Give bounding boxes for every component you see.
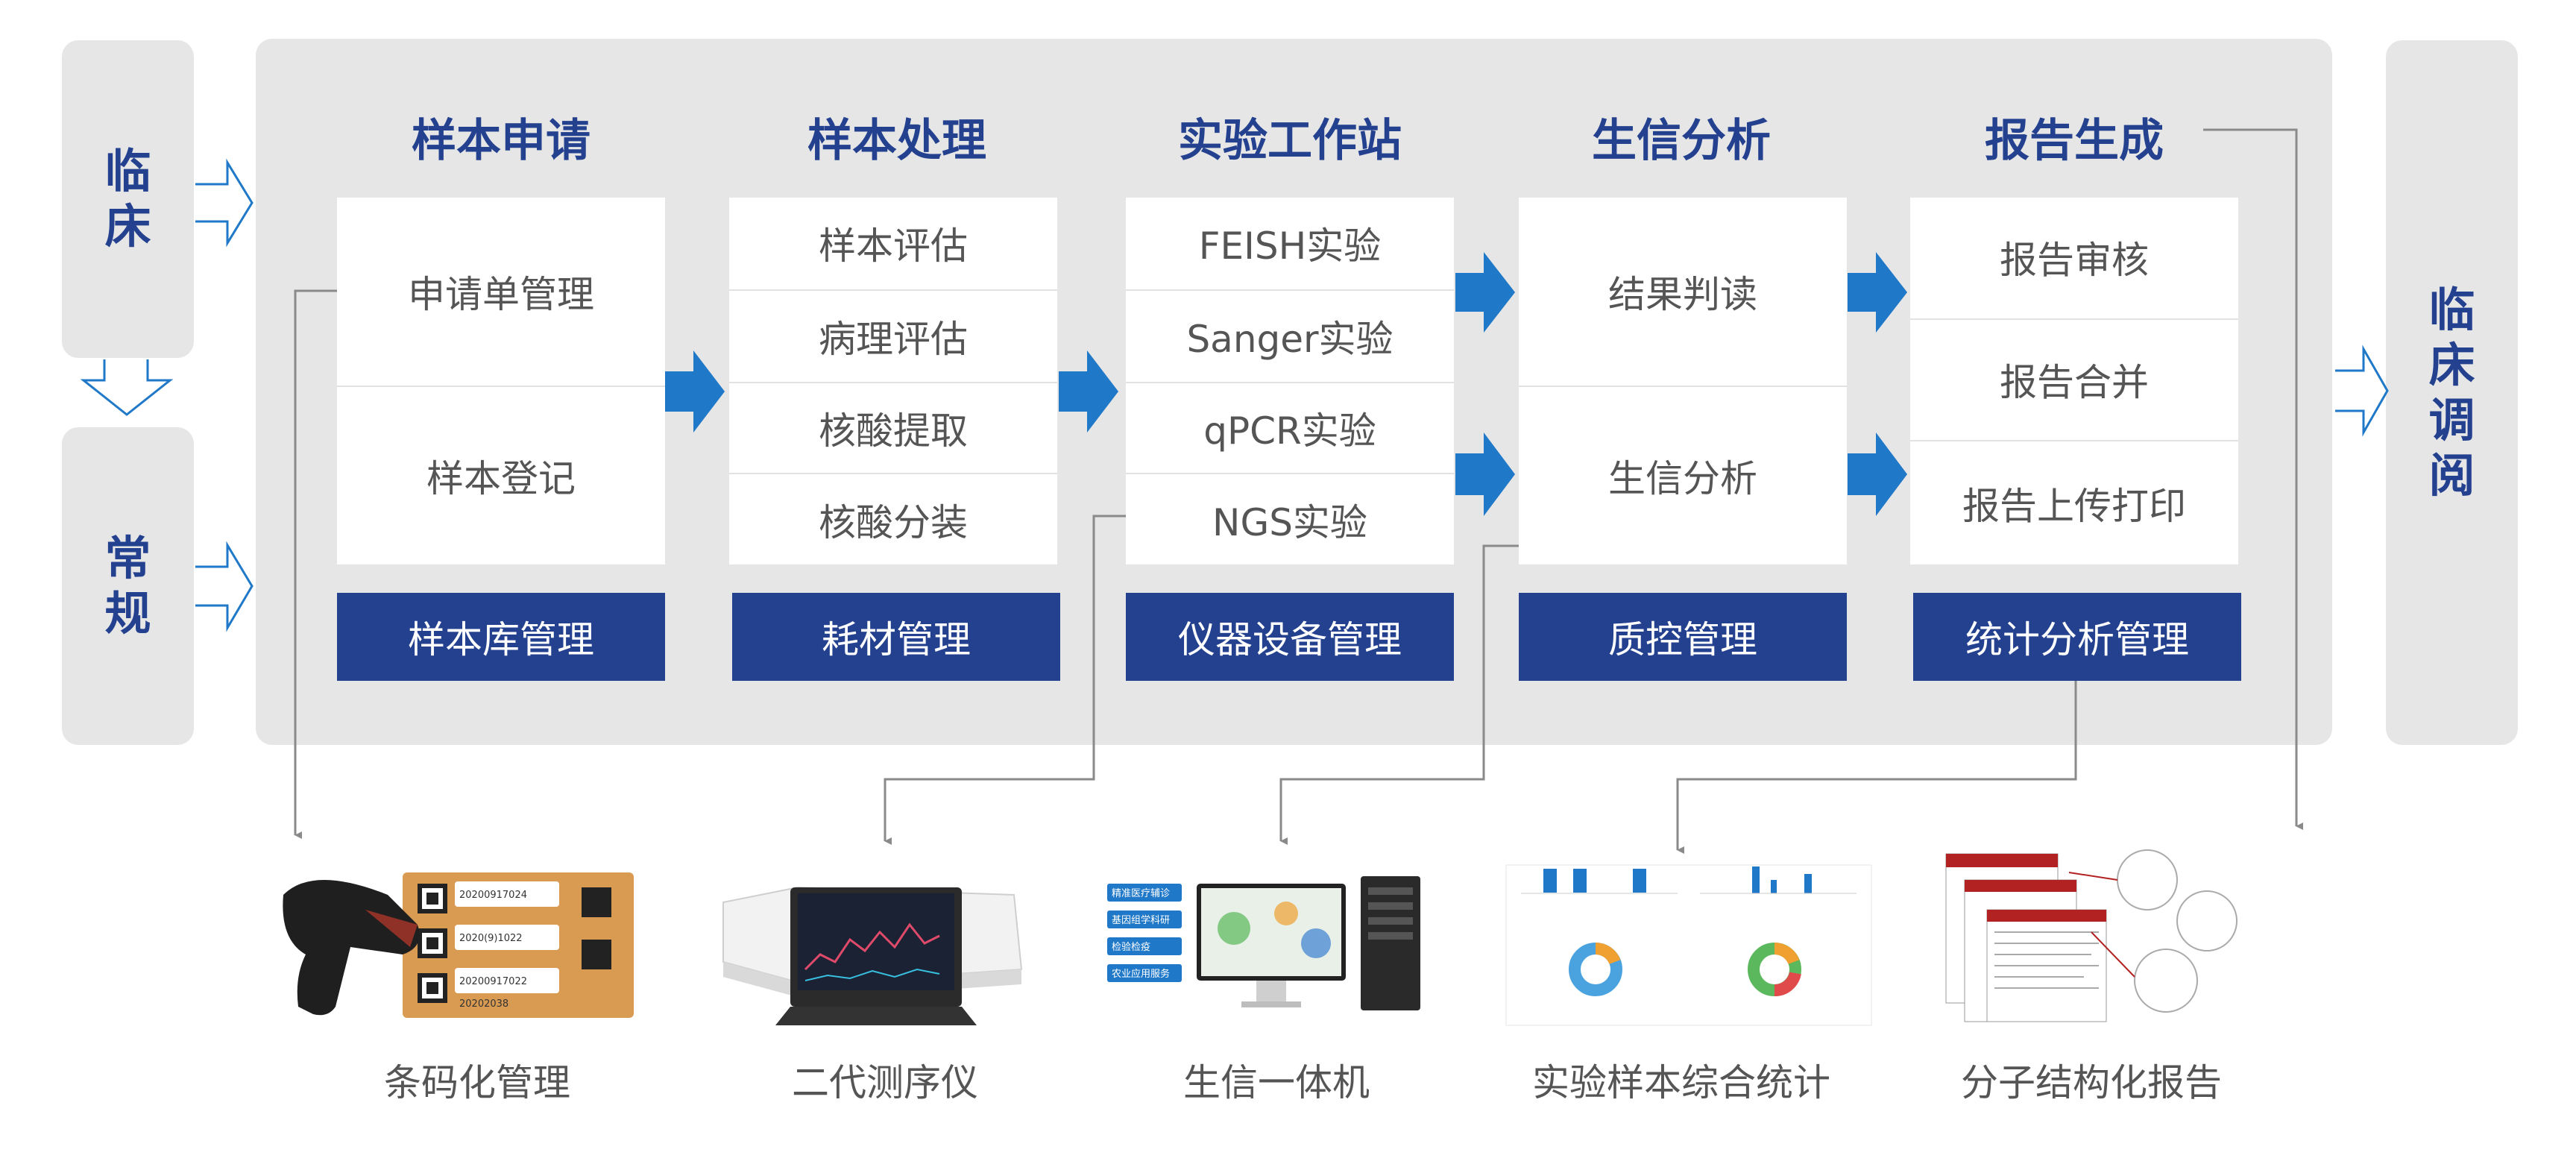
routine-label: 常规 xyxy=(104,531,151,641)
caption-sequencer: 二代测序仪 xyxy=(792,1061,978,1104)
solid-arrow-right-icon xyxy=(1059,350,1118,433)
bioinfo-tag: 精准医疗辅诊 xyxy=(1112,888,1170,899)
sample-bank-management-button[interactable]: 样本库管理 xyxy=(337,593,665,681)
divider xyxy=(1126,289,1454,291)
routine-source-panel: 常规 xyxy=(62,427,194,745)
clinical-review-panel: 临床调阅 xyxy=(2386,40,2518,745)
divider xyxy=(337,386,665,387)
caption-barcode-management: 条码化管理 xyxy=(384,1061,570,1104)
caption-sample-statistics: 实验样本综合统计 xyxy=(1532,1061,1830,1104)
qpcr-experiment[interactable]: qPCR实验 xyxy=(1203,409,1376,453)
consumables-management-button[interactable]: 耗材管理 xyxy=(732,593,1060,681)
nucleic-acid-extraction[interactable]: 核酸提取 xyxy=(819,409,968,453)
column-title-sample-request: 样本申请 xyxy=(412,115,591,167)
result-interpretation[interactable]: 结果判读 xyxy=(1608,273,1757,316)
solid-arrow-right-icon xyxy=(1455,252,1515,333)
caption-bioinfo-server: 生信一体机 xyxy=(1183,1061,1370,1104)
ngs-experiment[interactable]: NGS实验 xyxy=(1212,500,1367,544)
clinical-label: 临床 xyxy=(104,144,151,254)
bioinfo-server-icon: 精准医疗辅诊 基因组学科研 检验检疫 农业应用服务 xyxy=(1107,869,1450,1018)
report-generation-card: 报告审核 报告合并 报告上传打印 xyxy=(1910,198,2238,564)
sample-request-card: 申请单管理 样本登记 xyxy=(337,198,665,564)
divider xyxy=(1519,386,1847,387)
bioinfo-analysis-card: 结果判读 生信分析 xyxy=(1519,198,1847,564)
solid-arrow-right-icon xyxy=(665,350,725,433)
clinical-source-panel: 临床 xyxy=(62,40,194,358)
divider xyxy=(1910,318,2238,320)
report-upload-print[interactable]: 报告上传打印 xyxy=(1962,484,2186,528)
bioinfo-tag: 检验检疫 xyxy=(1112,941,1150,953)
lab-workstation-card: FEISH实验 Sanger实验 qPCR实验 NGS实验 xyxy=(1126,198,1454,564)
clinical-review-label: 临床调阅 xyxy=(2428,282,2475,503)
instrument-management-button[interactable]: 仪器设备管理 xyxy=(1126,593,1454,681)
divider xyxy=(1126,382,1454,383)
barcode-number: 20202038 xyxy=(459,998,508,1010)
statistics-management-button[interactable]: 统计分析管理 xyxy=(1913,593,2241,681)
sample-registration[interactable]: 样本登记 xyxy=(426,457,576,500)
report-merge[interactable]: 报告合并 xyxy=(2000,361,2149,404)
barcode-number: 20200917024 xyxy=(459,890,527,901)
sample-evaluation[interactable]: 样本评估 xyxy=(819,224,968,268)
divider xyxy=(1910,440,2238,441)
statistics-dashboard-icon xyxy=(1505,864,1872,1026)
divider xyxy=(729,289,1057,291)
hollow-arrow-down-icon xyxy=(80,359,174,416)
bioinfo-analysis-item[interactable]: 生信分析 xyxy=(1608,457,1757,500)
request-form-management[interactable]: 申请单管理 xyxy=(408,273,594,316)
column-title-bioinfo-analysis: 生信分析 xyxy=(1592,115,1771,167)
feish-experiment[interactable]: FEISH实验 xyxy=(1198,224,1382,268)
solid-arrow-right-icon xyxy=(1848,252,1907,333)
sequencer-icon xyxy=(716,880,1029,1029)
solid-arrow-right-icon xyxy=(1455,433,1515,516)
divider xyxy=(729,473,1057,474)
bioinfo-tag: 基因组学科研 xyxy=(1112,914,1170,926)
divider xyxy=(729,382,1057,383)
barcode-number: 2020(9)1022 xyxy=(459,933,523,944)
nucleic-acid-aliquoting[interactable]: 核酸分装 xyxy=(819,500,968,544)
sanger-experiment[interactable]: Sanger实验 xyxy=(1186,318,1394,361)
hollow-arrow-right-icon xyxy=(195,158,253,248)
report-review[interactable]: 报告审核 xyxy=(2000,239,2149,282)
column-title-sample-processing: 样本处理 xyxy=(807,115,986,167)
structured-report-icon xyxy=(1942,849,2308,1029)
hollow-arrow-right-icon xyxy=(2335,345,2389,437)
hollow-arrow-right-icon xyxy=(195,541,253,632)
caption-structured-report: 分子结构化报告 xyxy=(1961,1061,2222,1104)
quality-control-button[interactable]: 质控管理 xyxy=(1519,593,1847,681)
barcode-scanner-icon: 20200917024 2020(9)1022 20200917022 2020… xyxy=(268,865,641,1022)
column-title-lab-workstation: 实验工作站 xyxy=(1178,115,1402,167)
pathology-evaluation[interactable]: 病理评估 xyxy=(819,318,968,361)
sample-processing-card: 样本评估 病理评估 核酸提取 核酸分装 xyxy=(729,198,1057,564)
bioinfo-tag: 农业应用服务 xyxy=(1112,968,1170,980)
divider xyxy=(1126,473,1454,474)
solid-arrow-right-icon xyxy=(1848,433,1907,516)
column-title-report-generation: 报告生成 xyxy=(1985,115,2164,167)
barcode-number: 20200917022 xyxy=(459,976,527,987)
